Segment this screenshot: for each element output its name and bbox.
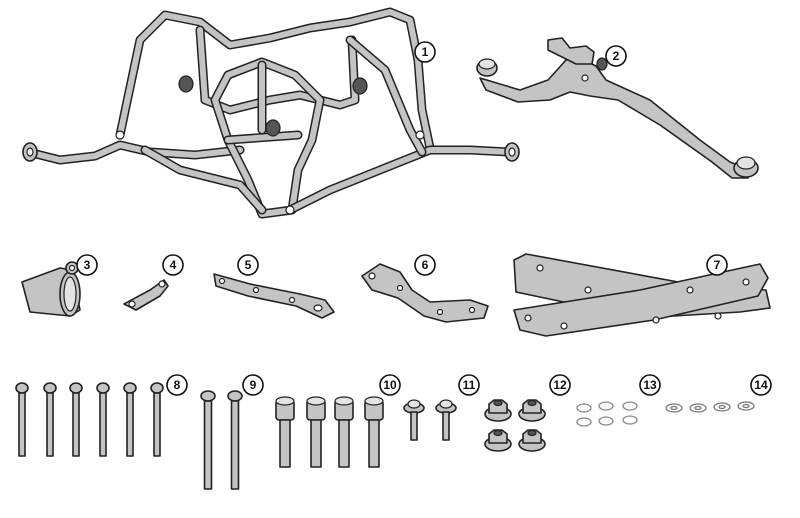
callout-7: 7 — [706, 254, 728, 276]
part-4-link-plate — [123, 279, 169, 311]
part-9-long-bolts — [200, 390, 243, 490]
callout-11: 11 — [458, 374, 480, 396]
part-12-nuts — [484, 399, 546, 452]
callout-8-label: 8 — [174, 378, 181, 392]
part-13-split-washers — [576, 401, 638, 427]
callout-4: 4 — [162, 254, 184, 276]
callout-10-label: 10 — [383, 378, 397, 392]
callout-4-label: 4 — [170, 258, 177, 272]
callout-11-label: 11 — [463, 378, 476, 392]
callout-12: 12 — [549, 374, 571, 396]
callout-13-label: 13 — [643, 378, 657, 392]
callout-8: 8 — [166, 374, 188, 396]
part-3-spacer — [21, 261, 81, 317]
part-5-long-plate — [213, 273, 335, 319]
callout-6: 6 — [414, 254, 436, 276]
part-7-cross-plates — [513, 253, 771, 337]
callout-9-label: 9 — [250, 378, 257, 392]
callout-9: 9 — [242, 374, 264, 396]
part-10-socket-bolts — [275, 396, 384, 468]
callout-13: 13 — [639, 374, 661, 396]
callout-1: 1 — [414, 41, 436, 63]
part-8-bolts — [15, 382, 164, 457]
callout-12-label: 12 — [553, 378, 567, 392]
part-14-flat-washers — [665, 401, 755, 413]
callout-5: 5 — [237, 254, 259, 276]
callout-14-label: 14 — [754, 378, 768, 392]
callout-6-label: 6 — [422, 258, 429, 272]
part-6-bent-bracket — [361, 263, 489, 323]
callout-3-label: 3 — [84, 258, 91, 272]
part-2-rear-bracket — [476, 37, 759, 179]
callout-5-label: 5 — [245, 258, 252, 272]
callout-1-label: 1 — [422, 45, 429, 59]
callout-2: 2 — [605, 45, 627, 67]
part-11-flange-bolts — [403, 399, 457, 441]
callout-10: 10 — [379, 374, 401, 396]
callout-7-label: 7 — [714, 258, 721, 272]
callout-2-label: 2 — [613, 49, 620, 63]
callout-3: 3 — [76, 254, 98, 276]
callout-14: 14 — [750, 374, 772, 396]
part-1-side-frame — [22, 7, 520, 219]
